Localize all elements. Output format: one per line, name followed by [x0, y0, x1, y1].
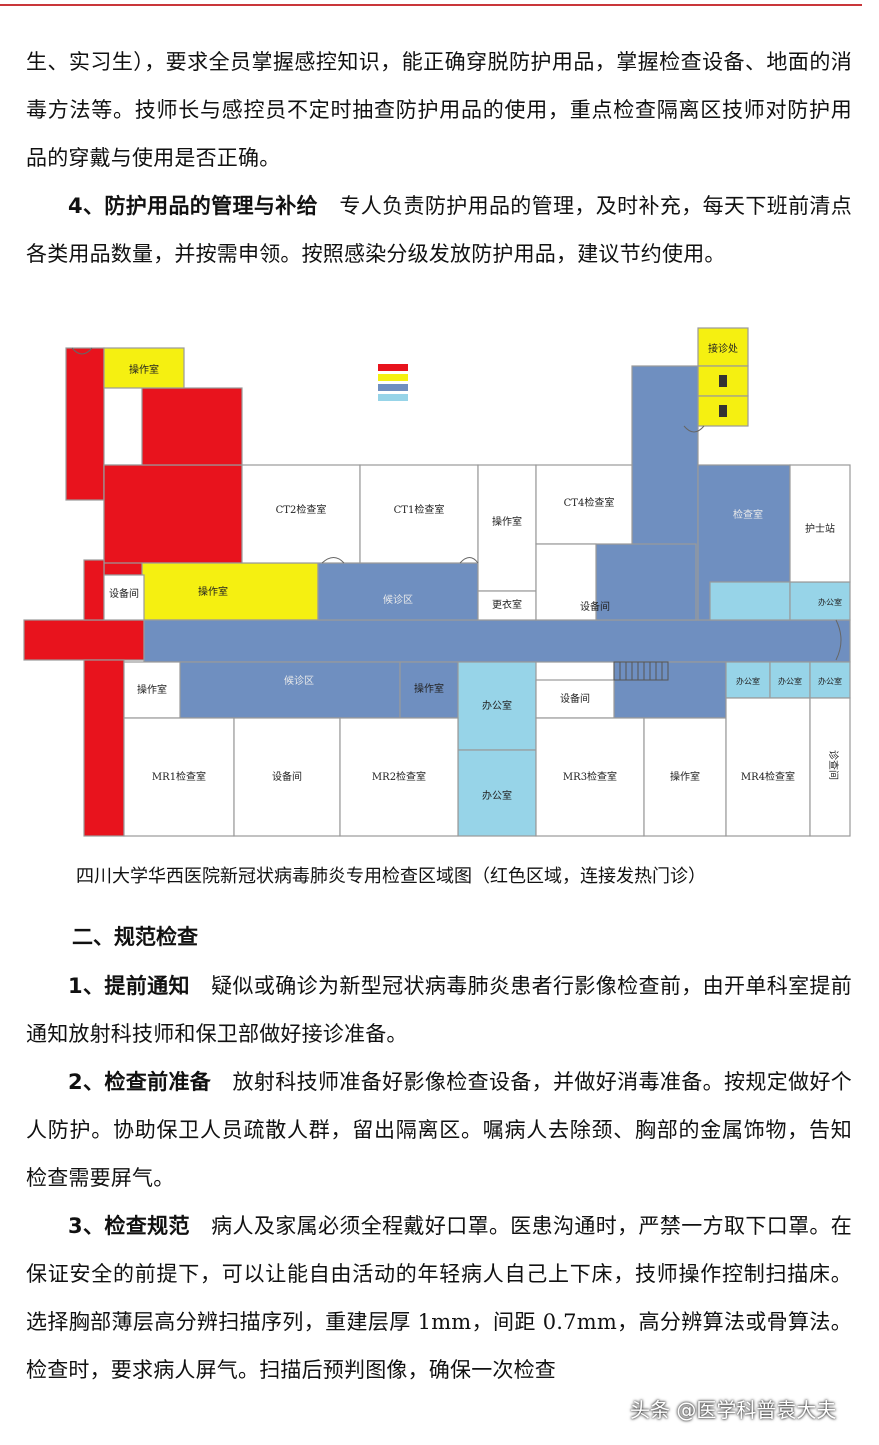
room-label: 诊查间 — [827, 750, 840, 780]
room-label: CT2检查室 — [276, 503, 327, 516]
room-label: 操作室 — [492, 515, 522, 528]
exam-room-right — [809, 697, 851, 837]
paragraph-text: 生、实习生），要求全员掌握感控知识，能正确穿脱防护用品，掌握检查设备、地面的消毒… — [26, 50, 852, 170]
watermark: 头条 @医学科普袁大夫 — [630, 1398, 837, 1422]
door-icon — [321, 557, 345, 564]
blue-main-corridor — [143, 619, 851, 663]
red-corridor-bottom — [83, 659, 125, 837]
room-label: 办公室 — [818, 597, 842, 607]
room-label: 设备间 — [272, 770, 302, 783]
restroom-icon — [719, 375, 727, 387]
room-label: MR1检查室 — [152, 770, 206, 783]
paragraph-text: 专人负责防护用品的管理，及时补充，每天下班前清点各类用品数量，并按需申领。按照感… — [26, 194, 853, 266]
room-label: 办公室 — [818, 676, 842, 686]
top-divider-line — [0, 4, 862, 6]
legend-swatch-lightblue — [378, 394, 408, 401]
yellow-room-2 — [141, 562, 319, 621]
door-icon — [459, 557, 479, 564]
legend-swatch-red — [378, 364, 408, 371]
paragraph-training: 生、实习生），要求全员掌握感控知识，能正确穿脱防护用品，掌握检查设备、地面的消毒… — [26, 38, 852, 182]
room-label: CT1检查室 — [394, 503, 445, 516]
equipment-room-mid — [535, 543, 597, 621]
room-label: 操作室 — [137, 683, 167, 696]
door-icon — [71, 347, 93, 355]
room-label: 护士站 — [805, 522, 835, 535]
room-label: 办公室 — [482, 699, 512, 712]
paragraph-lead: 4、防护用品的管理与补给 — [68, 194, 319, 218]
blue-waiting-1 — [317, 562, 479, 621]
lightblue-room-4 — [769, 661, 811, 699]
paragraph-notice: 1、提前通知 疑似或确诊为新型冠状病毒肺炎患者行影像检查前，由开单科室提前通知放… — [26, 962, 852, 1058]
room-label: 设备间 — [109, 587, 139, 600]
lightblue-room-3 — [725, 661, 771, 699]
paragraph-text: 放射科技师准备好影像检查设备，并做好消毒准备。按规定做好个人防护。协助保卫人员疏… — [26, 1070, 853, 1190]
room-label: 操作室 — [414, 682, 444, 695]
red-room-2 — [103, 464, 243, 564]
room-label: MR2检查室 — [372, 770, 426, 783]
blue-waiting-2 — [143, 661, 401, 719]
red-link — [83, 559, 105, 621]
section-title: 二、规范检查 — [72, 925, 198, 949]
red-entry-corridor — [23, 619, 145, 661]
legend-swatch-yellow — [378, 374, 408, 381]
equipment-room-left — [103, 574, 145, 621]
room-label: MR3检查室 — [563, 770, 617, 783]
paragraph-lead: 1、提前通知 — [68, 974, 190, 998]
mr1-room — [123, 717, 235, 837]
room-label: 检查室 — [733, 508, 763, 521]
room-label: 办公室 — [778, 676, 802, 686]
blue-waiting-3 — [399, 661, 461, 719]
restroom-icon — [719, 405, 727, 417]
equipment-room-right — [535, 679, 615, 719]
operation-room-right — [643, 717, 727, 837]
paragraph-supply: 4、防护用品的管理与补给 专人负责防护用品的管理，及时补充，每天下班前清点各类用… — [26, 182, 852, 278]
lightblue-room-1 — [709, 581, 791, 621]
equipment-room-bottom — [233, 717, 341, 837]
room-label: 更衣室 — [492, 598, 522, 611]
room-label: 办公室 — [736, 676, 760, 686]
room-label: 操作室 — [198, 585, 228, 598]
mr2-room — [339, 717, 459, 837]
room-label: 接诊处 — [708, 342, 738, 355]
room-label: 操作室 — [670, 770, 700, 783]
room-label: CT4检查室 — [564, 496, 615, 509]
paragraph-lead: 3、检查规范 — [68, 1214, 190, 1238]
stairs-icon — [613, 661, 669, 681]
room-label: 候诊区 — [383, 593, 413, 606]
room-label: 办公室 — [482, 789, 512, 802]
door-icon — [683, 425, 705, 433]
yellow-room-1 — [103, 347, 185, 389]
changing-room — [477, 590, 537, 621]
operation-room-left — [123, 661, 181, 719]
office-2 — [457, 749, 537, 837]
nurse-station — [789, 464, 851, 583]
door-icon — [835, 619, 842, 661]
reception-room — [697, 327, 749, 367]
floor-plan-diagram: 操作室 接诊处 CT2检查室 CT1检查室 操作室 CT4检查室 更衣室 设备间… — [23, 327, 851, 837]
red-room-3 — [141, 387, 243, 466]
room-label: 设备间 — [560, 692, 590, 705]
room-label: 候诊区 — [284, 674, 314, 687]
mr4-room — [725, 697, 811, 837]
legend — [378, 364, 408, 401]
room-label: 操作室 — [129, 363, 159, 376]
paragraph-lead: 2、检查前准备 — [68, 1070, 212, 1094]
room-label: MR4检查室 — [741, 770, 795, 783]
room-label: 设备间 — [580, 600, 610, 613]
paragraph-text: 疑似或确诊为新型冠状病毒肺炎患者行影像检查前，由开单科室提前通知放射科技师和保卫… — [26, 974, 852, 1046]
lightblue-room-2 — [789, 581, 851, 621]
figure-caption: 四川大学华西医院新冠状病毒肺炎专用检查区域图（红色区域，连接发热门诊） — [76, 866, 706, 887]
ct4-room — [535, 464, 633, 545]
mr3-room — [535, 717, 645, 837]
blue-area-4 — [613, 661, 727, 719]
operation-room-mid — [477, 464, 537, 592]
paragraph-text: 病人及家属必须全程戴好口罩。医患沟通时，严禁一方取下口罩。在保证安全的前提下，可… — [26, 1214, 852, 1382]
paragraph-exam-rules: 3、检查规范 病人及家属必须全程戴好口罩。医患沟通时，严禁一方取下口罩。在保证安… — [26, 1202, 852, 1394]
blue-link — [595, 543, 697, 621]
lightblue-room-5 — [809, 661, 851, 699]
paragraph-preparation: 2、检查前准备 放射科技师准备好影像检查设备，并做好消毒准备。按规定做好个人防护… — [26, 1058, 852, 1202]
legend-swatch-blue — [378, 384, 408, 391]
red-corridor-top — [65, 347, 105, 501]
